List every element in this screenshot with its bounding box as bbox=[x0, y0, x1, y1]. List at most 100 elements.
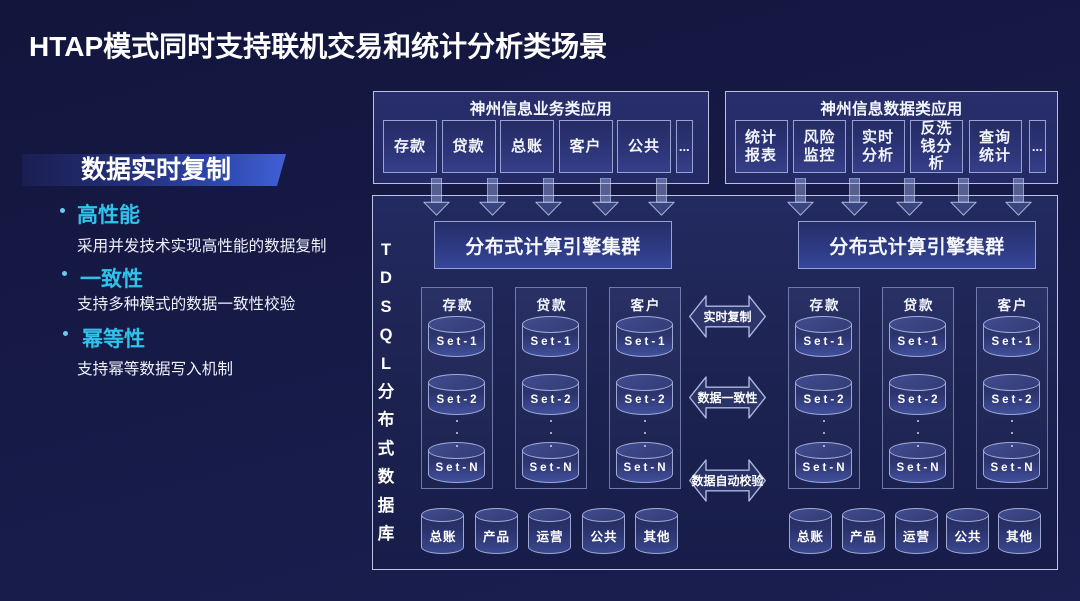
business-apps-title: 神州信息业务类应用 bbox=[469, 101, 613, 118]
sync-arrow-label: 数据自动校验 bbox=[691, 474, 764, 488]
cylinder-top-ellipse bbox=[522, 373, 579, 391]
bullet-heading-consistency: 一致性 bbox=[80, 268, 143, 291]
cylinder-top-ellipse bbox=[983, 373, 1040, 391]
ellipsis-dots-icon bbox=[917, 419, 920, 458]
down-arrow-icon bbox=[950, 177, 977, 216]
bullet-desc-idempotency: 支持幂等数据写入机制 bbox=[77, 361, 233, 378]
double-arrow-icon bbox=[689, 294, 766, 338]
cylinder-top-ellipse bbox=[616, 441, 673, 459]
down-arrow-icon bbox=[786, 177, 814, 216]
cylinder-label: Set-2 bbox=[436, 393, 480, 406]
ellipsis-dots-icon bbox=[823, 419, 826, 458]
cylinder-label: 运营 bbox=[902, 530, 930, 544]
ellipsis-dots-icon bbox=[1011, 419, 1014, 458]
data-apps-title: 神州信息数据类应用 bbox=[820, 101, 963, 118]
cylinder-top-ellipse bbox=[795, 315, 852, 333]
cylinder-label: Set-1 bbox=[897, 335, 941, 348]
shard-group-title: 客户 bbox=[997, 298, 1029, 313]
cylinder-label: Set-2 bbox=[897, 393, 941, 406]
cylinder-top-ellipse bbox=[528, 508, 571, 522]
cylinder-label: Set-2 bbox=[803, 393, 847, 406]
business-cylinder: 产品 bbox=[474, 508, 518, 554]
shard-group-title: 贷款 bbox=[903, 298, 935, 313]
banner-label: 数据实时复制 bbox=[81, 156, 232, 184]
cylinder-label: 其他 bbox=[1005, 530, 1033, 544]
cylinder-label: Set-N bbox=[990, 461, 1036, 474]
down-arrow-icon bbox=[647, 177, 675, 216]
business-cylinder: 总账 bbox=[788, 508, 832, 554]
down-arrow-icon bbox=[534, 177, 562, 216]
cylinder-top-ellipse bbox=[889, 315, 946, 333]
sync-arrow-auto-verification: 数据自动校验 bbox=[689, 457, 766, 504]
cylinder-top-ellipse bbox=[983, 315, 1040, 333]
app-cell-loan: 贷款 bbox=[441, 120, 496, 173]
cylinder-top-ellipse bbox=[889, 373, 946, 391]
cylinder-top-ellipse bbox=[946, 508, 989, 522]
set-cylinder: Set-1 bbox=[522, 315, 579, 357]
business-cylinder: 其他 bbox=[997, 508, 1041, 554]
cylinder-label: Set-N bbox=[623, 461, 669, 474]
app-cell-more: ... bbox=[675, 120, 693, 173]
set-cylinder: Set-2 bbox=[889, 373, 946, 415]
set-cylinder: Set-N bbox=[983, 441, 1040, 483]
cylinder-label: Set-N bbox=[802, 461, 848, 474]
business-apps-box: 神州信息业务类应用 存款 贷款 总账 客户 公共 ... bbox=[373, 91, 709, 184]
cylinder-top-ellipse bbox=[522, 315, 579, 333]
bullet-dot bbox=[60, 208, 65, 213]
bullet-dot bbox=[63, 331, 68, 336]
down-arrow-icon bbox=[841, 177, 868, 216]
down-arrow bbox=[591, 177, 619, 216]
set-cylinder: Set-N bbox=[889, 441, 946, 483]
cylinder-label: Set-1 bbox=[991, 335, 1035, 348]
down-arrow-icon bbox=[422, 177, 450, 216]
app-cell-risk: 风险监控 bbox=[793, 120, 846, 173]
cylinder-label: 产品 bbox=[482, 530, 510, 544]
app-cell-deposit: 存款 bbox=[383, 120, 437, 173]
set-cylinder: Set-2 bbox=[983, 373, 1040, 415]
business-cylinder: 其他 bbox=[635, 508, 678, 554]
app-cell-more: ... bbox=[1028, 120, 1046, 173]
cylinder-label: Set-1 bbox=[624, 335, 668, 348]
app-cell-aml: 反洗钱分析 bbox=[910, 120, 963, 173]
shard-group-title: 存款 bbox=[442, 298, 474, 313]
set-cylinder: Set-1 bbox=[428, 315, 485, 357]
bullet-desc-performance: 采用并发技术实现高性能的数据复制 bbox=[77, 238, 327, 255]
cylinder-top-ellipse bbox=[795, 441, 852, 459]
shard-group-title: 存款 bbox=[809, 298, 841, 313]
cylinder-label: Set-2 bbox=[624, 393, 668, 406]
cylinder-top-ellipse bbox=[616, 315, 673, 333]
cylinder-label: 产品 bbox=[849, 530, 877, 544]
ellipsis-dots-icon bbox=[456, 419, 459, 458]
cylinder-top-ellipse bbox=[582, 508, 625, 522]
ellipsis-dots-icon bbox=[550, 419, 553, 458]
ellipsis-dots-icon bbox=[644, 419, 647, 458]
business-cylinder: 运营 bbox=[894, 508, 938, 554]
business-cylinder: 产品 bbox=[841, 508, 885, 554]
engine-cluster-right: 分布式计算引擎集群 bbox=[798, 221, 1036, 269]
app-cell-customer: 客户 bbox=[558, 120, 613, 173]
slide-title: HTAP模式同时支持联机交易和统计分析类场景 bbox=[29, 31, 608, 62]
cylinder-top-ellipse bbox=[421, 508, 464, 522]
data-apps-box: 神州信息数据类应用 统计报表 风险监控 实时分析 反洗钱分析 查询统计 ... bbox=[725, 91, 1058, 184]
set-cylinder: Set-N bbox=[795, 441, 852, 483]
cylinder-label: 总账 bbox=[429, 530, 457, 544]
app-cell-report: 统计报表 bbox=[734, 120, 788, 173]
set-cylinder: Set-2 bbox=[795, 373, 852, 415]
cylinder-label: 总账 bbox=[796, 530, 824, 544]
shard-group-title: 贷款 bbox=[536, 298, 568, 313]
cylinder-top-ellipse bbox=[795, 373, 852, 391]
set-cylinder: Set-1 bbox=[795, 315, 852, 357]
cylinder-label: Set-2 bbox=[530, 393, 574, 406]
cylinder-top-ellipse bbox=[997, 508, 1041, 522]
business-cylinder: 总账 bbox=[421, 508, 464, 554]
sync-arrow-data-consistency: 数据一致性 bbox=[689, 374, 766, 421]
down-arrow bbox=[647, 177, 675, 216]
down-arrow bbox=[534, 177, 562, 216]
set-cylinder: Set-N bbox=[522, 441, 579, 483]
business-cylinder: 运营 bbox=[528, 508, 571, 554]
cylinder-label: Set-N bbox=[529, 461, 575, 474]
double-arrow-icon bbox=[689, 459, 766, 502]
cylinder-top-ellipse bbox=[841, 508, 885, 522]
cylinder-top-ellipse bbox=[522, 441, 579, 459]
cylinder-top-ellipse bbox=[983, 441, 1040, 459]
